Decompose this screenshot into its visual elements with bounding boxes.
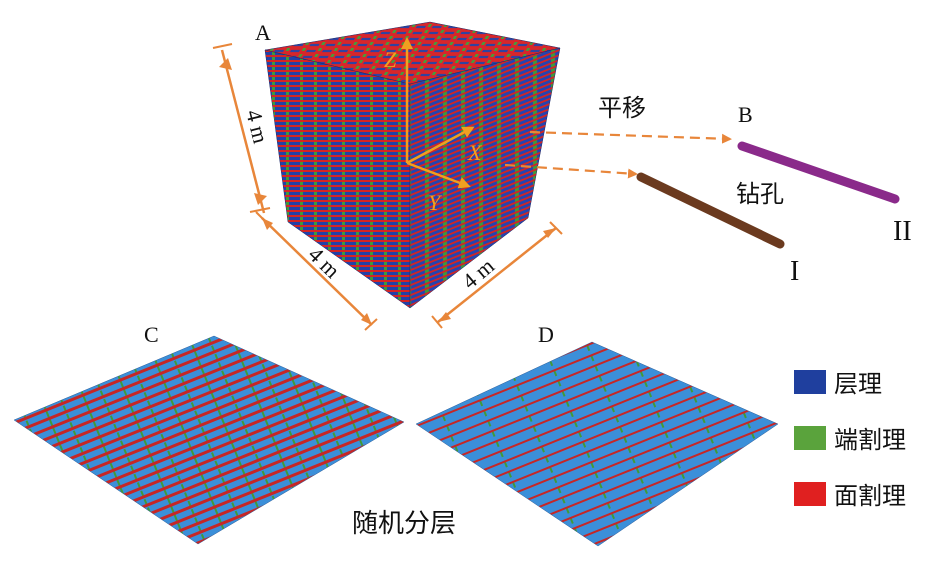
panel-label-a: A [255,20,271,45]
y-axis [406,161,471,189]
legend-swatch-face-cleat [794,482,826,506]
legend-label-butt-cleat: 端割理 [834,426,906,454]
panel-label-c: C [144,322,159,347]
dimension-height: 4 m [212,43,274,214]
z-axis-label: Z [384,47,397,72]
legend-label-face-cleat: 面割理 [834,482,906,510]
random-layering-label: 随机分层 [352,509,456,539]
panel-label-b: B [738,102,753,127]
y-axis-label: Y [428,190,443,215]
translation-label: 平移 [598,94,646,122]
translation-arrow-lower [504,163,638,179]
borehole-label: 钻孔 [736,180,784,208]
panel-label-d: D [538,322,554,347]
borehole-i [636,172,785,249]
cube-right-face [409,47,561,309]
borehole-ii [737,141,900,204]
borehole-ii-label: II [893,216,912,247]
translation-arrows [504,130,732,179]
translation-arrow-upper [529,130,732,144]
x-axis [406,126,475,165]
legend-swatch-butt-cleat [794,426,826,450]
legend-swatch-bedding [794,370,826,394]
cube-model [264,21,561,309]
slice-d [415,341,779,547]
legend-label-bedding: 层理 [834,370,882,398]
slice-c [13,335,405,545]
borehole-i-label: I [790,256,799,287]
legend: 层理 端割理 面割理 [794,370,906,510]
coordinate-axes: Z X Y [384,37,483,215]
x-axis-label: X [467,140,483,165]
